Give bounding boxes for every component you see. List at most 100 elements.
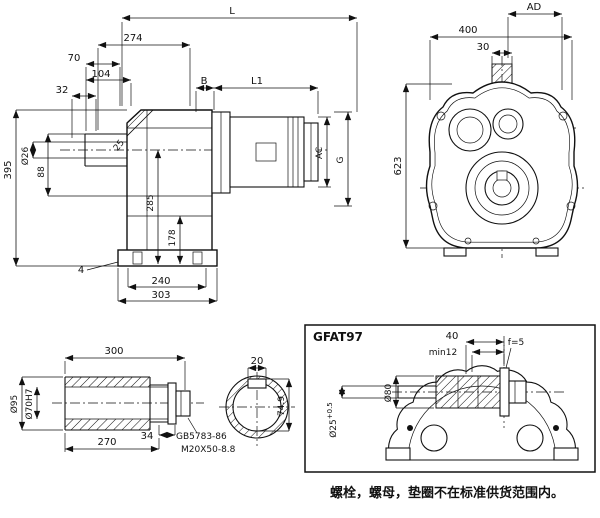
dim-395-label: 395 [3, 160, 14, 179]
output-keyway [496, 170, 508, 181]
dim-70: 70 [68, 53, 121, 131]
dim-G-label: G [336, 156, 346, 163]
dim-phi26: Ø26 [20, 141, 85, 165]
detail-shaft-assembly [397, 367, 527, 417]
dim-AD-label: AD [527, 2, 542, 13]
dim-phi25: Ø25+0.5 [326, 385, 398, 438]
bore-section-view: 20 74.9 [219, 356, 295, 446]
footer-note: 螺栓，螺母，垫圈不在标准供货范围内。 [330, 485, 564, 501]
bolt-hole-5 [464, 237, 472, 245]
top-boss [491, 63, 513, 85]
dome-hole-right [516, 424, 544, 452]
dim-178-label: 178 [168, 229, 178, 246]
dim-303: 303 [117, 268, 218, 305]
dim-phi70-label: Ø70H7 [24, 388, 35, 419]
dim-phi80: Ø80 [383, 375, 434, 409]
dim-285: 285 [146, 150, 162, 264]
detail-washer [499, 367, 510, 417]
dim-phi95-label: Ø95 [9, 395, 20, 414]
front-housing-inner-contour [431, 87, 573, 243]
bolt-hole-2 [558, 111, 568, 121]
bolt-hole-1 [436, 111, 446, 121]
dim-74-9: 74.9 [259, 378, 293, 432]
base-bolt-left [132, 251, 143, 265]
retaining-bolt-head [175, 390, 191, 417]
dim-phi95: Ø95 [9, 376, 63, 431]
dome-hole-left [420, 424, 448, 452]
dim-4-label: 4 [78, 265, 84, 276]
detail-bolt-head [508, 380, 527, 404]
dim-G: G [334, 111, 352, 207]
callout-bolt-label: M20X50-8.8 [181, 445, 236, 455]
dome-scalloped-outline [388, 365, 576, 461]
bolt-hole-3 [428, 201, 438, 211]
bolt-leader [187, 417, 198, 434]
detail-title: GFAT97 [313, 330, 363, 344]
dim-623-label: 623 [393, 156, 404, 175]
hollow-output-shaft [84, 133, 127, 167]
side-view-geometry [60, 109, 330, 267]
dim-L-label: L [229, 6, 235, 17]
dim-30-label: 30 [477, 42, 490, 53]
dim-B-label: B [201, 76, 208, 87]
detail-dimensions: 40 min12 f=5 Ø80 Ø25+0.5 [326, 331, 524, 438]
detail-geometry [385, 336, 579, 461]
motor [229, 116, 319, 188]
upper-bore-large-inner [456, 116, 484, 144]
base-bolt-right [192, 251, 203, 265]
shaft-detail-view: 300 Ø95 Ø70H7 34 270 [9, 346, 236, 455]
dim-B: B [195, 76, 214, 112]
front-view-dimensions: AD 400 30 623 [393, 2, 573, 249]
dim-f5: f=5 [505, 338, 524, 369]
dim-400: 400 [429, 25, 573, 100]
dim-AD: AD [507, 2, 563, 90]
side-view: L 274 70 104 [3, 6, 358, 305]
dim-274-label: 274 [123, 33, 142, 44]
dim-34: 34 [141, 425, 176, 442]
dim-phi25-tolerance: +0.5 [326, 402, 334, 419]
front-foot-left [443, 247, 467, 257]
upper-bore-small [492, 108, 524, 140]
output-hub [465, 151, 539, 225]
dim-70-label: 70 [68, 53, 81, 64]
front-foot-right [535, 247, 559, 257]
motor-nameplate [255, 142, 277, 162]
detail-hub [435, 375, 501, 409]
front-view: AD 400 30 623 [393, 2, 584, 258]
housing-chamfer-hatch [126, 109, 154, 137]
dim-phi80-label: Ø80 [383, 383, 394, 402]
dim-178: 178 [168, 216, 184, 264]
dim-240: 240 [127, 268, 207, 291]
dome-foot-right [553, 447, 579, 461]
front-housing-outline [425, 81, 579, 249]
housing-base [117, 249, 218, 267]
callout-standard-label: GB5783-86 [176, 432, 227, 442]
dim-L1: L1 [213, 76, 319, 114]
dim-L1-label: L1 [251, 76, 263, 87]
dim-40: 40 [446, 331, 505, 374]
dim-623: 623 [393, 83, 452, 249]
detail-box: GFAT97 [304, 324, 596, 473]
dim-32-label: 32 [56, 85, 69, 96]
dim-74-9-label: 74.9 [277, 396, 287, 416]
dim-300-label: 300 [104, 346, 123, 357]
dim-300: 300 [64, 346, 186, 390]
dim-phi25-label: Ø25+0.5 [326, 402, 339, 438]
chamfer-25-label: 25 [112, 138, 127, 153]
dim-f5-label: f=5 [508, 338, 524, 348]
dim-AC-label: AC [315, 147, 325, 159]
dim-L: L [121, 6, 358, 112]
dim-270: 270 [64, 433, 160, 453]
dome-mark-left [407, 425, 413, 431]
bolt-hole-6 [532, 237, 540, 245]
dim-40-label: 40 [446, 331, 459, 342]
dim-285-label: 285 [146, 194, 156, 211]
dim-88-label: 88 [37, 166, 47, 178]
dim-104-label: 104 [91, 69, 110, 80]
front-view-geometry [420, 56, 584, 258]
side-view-dimensions: L 274 70 104 [3, 6, 358, 305]
dim-min12: min12 [429, 348, 504, 372]
dome-foot-left [385, 447, 411, 461]
shaft-geometry [52, 376, 204, 434]
